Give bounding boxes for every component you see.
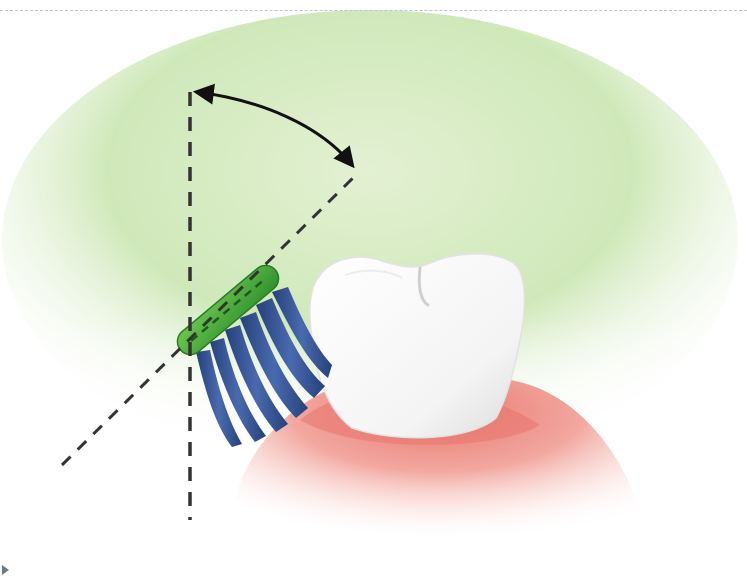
double-headed-curved-arrow-icon bbox=[192, 83, 355, 169]
guide-lines bbox=[60, 92, 358, 520]
molar-tooth bbox=[309, 253, 526, 439]
triangle-bullet-icon bbox=[2, 565, 9, 575]
toothbrush-bristles bbox=[196, 287, 332, 447]
top-dashed-rule bbox=[0, 10, 747, 11]
brush-angle-line bbox=[60, 173, 358, 467]
